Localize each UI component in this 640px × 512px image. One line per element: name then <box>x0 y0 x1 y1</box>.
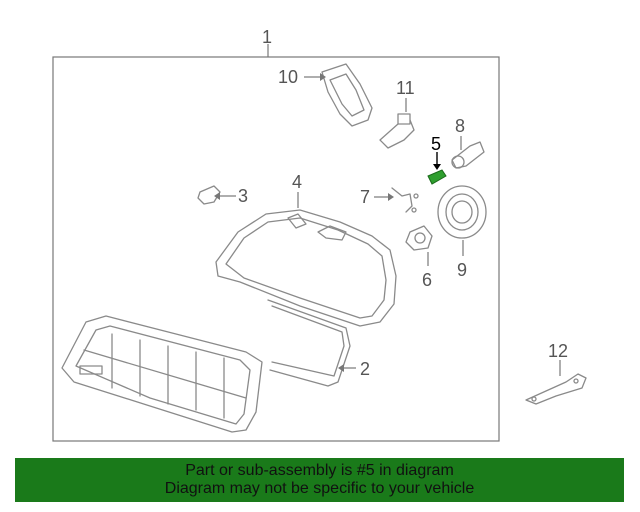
part-10-cap[interactable] <box>304 63 373 127</box>
banner-line-2: Diagram may not be specific to your vehi… <box>164 480 475 497</box>
part-7-harness[interactable] <box>374 187 419 213</box>
part-2-gasket[interactable] <box>267 299 356 387</box>
assembly-frame <box>52 56 500 442</box>
parts-diagram: 1 2 3 4 5 6 7 8 9 10 11 12 <box>52 27 587 442</box>
callout-3: 3 <box>238 186 248 206</box>
part-5-bulb[interactable] <box>427 152 447 185</box>
part-lens[interactable] <box>61 315 263 433</box>
callout-12: 12 <box>548 341 568 361</box>
part-9-seal[interactable] <box>437 185 487 256</box>
part-4-housing[interactable] <box>215 192 397 327</box>
part-6-bulb[interactable] <box>405 225 433 266</box>
callout-4: 4 <box>292 172 302 192</box>
callout-6: 6 <box>422 270 432 290</box>
callout-9: 9 <box>457 260 467 280</box>
callout-1: 1 <box>262 27 272 47</box>
part-12-bracket[interactable] <box>525 360 587 405</box>
banner-line-1: Part or sub-assembly is #5 in diagram <box>185 462 454 479</box>
part-3-clip[interactable] <box>197 185 236 205</box>
callout-7: 7 <box>360 187 370 207</box>
callout-11: 11 <box>396 78 415 98</box>
part-11-socket[interactable] <box>379 98 415 149</box>
part-8-bulb[interactable] <box>451 136 485 169</box>
callout-5: 5 <box>431 134 441 154</box>
callout-8: 8 <box>455 116 465 136</box>
callout-2: 2 <box>360 359 370 379</box>
callout-10: 10 <box>278 67 298 87</box>
info-banner: Part or sub-assembly is #5 in diagram Di… <box>15 458 624 502</box>
